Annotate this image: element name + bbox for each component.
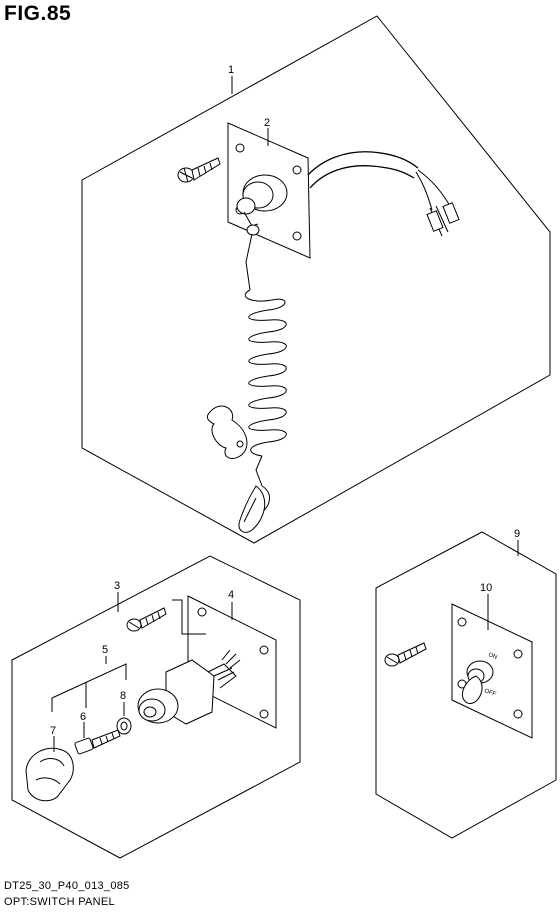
key-switch-nut (116, 717, 132, 735)
group-3-frame (11, 555, 301, 859)
drawing-code: DT25_30_P40_013_085 (4, 880, 130, 892)
lanyard-clip-plate (206, 405, 248, 459)
callout-10: 10 (480, 582, 492, 594)
callout-1: 1 (228, 64, 234, 76)
toggle-switch-lever: ON OFF (461, 652, 498, 704)
callout-6: 6 (80, 711, 86, 723)
stop-switch-body (236, 174, 288, 236)
ignition-key (74, 729, 121, 755)
coiled-lanyard (244, 233, 287, 487)
callout-3: 3 (114, 580, 120, 592)
callout-8: 8 (120, 690, 126, 702)
key-switch-body (137, 649, 241, 725)
switch-label-on: ON (487, 652, 498, 661)
group-3-screw (126, 607, 167, 632)
figure-caption: OPT:SWITCH PANEL (4, 896, 115, 908)
group-1-stop-switch: 1 2 (81, 15, 551, 544)
group-9-screw (384, 642, 427, 667)
group-1-screw (177, 157, 221, 183)
group-3-key-switch: 3 4 5 6 7 8 (11, 555, 301, 859)
figure-title: FIG.85 (4, 2, 72, 25)
callout-2: 2 (264, 117, 270, 129)
callout-5: 5 (102, 644, 108, 656)
group-9-frame (375, 531, 557, 839)
group-1-frame (81, 15, 551, 544)
lanyard-snap-hook (238, 485, 270, 533)
callout-7: 7 (50, 725, 56, 737)
callout-4: 4 (228, 589, 234, 601)
callout-9: 9 (514, 528, 520, 540)
switch-label-off: OFF (483, 688, 497, 698)
group-9-toggle-switch: ON OFF 9 10 (375, 528, 557, 839)
stop-switch-lead-wires (307, 151, 460, 237)
key-switch-cover-cap (25, 747, 74, 802)
